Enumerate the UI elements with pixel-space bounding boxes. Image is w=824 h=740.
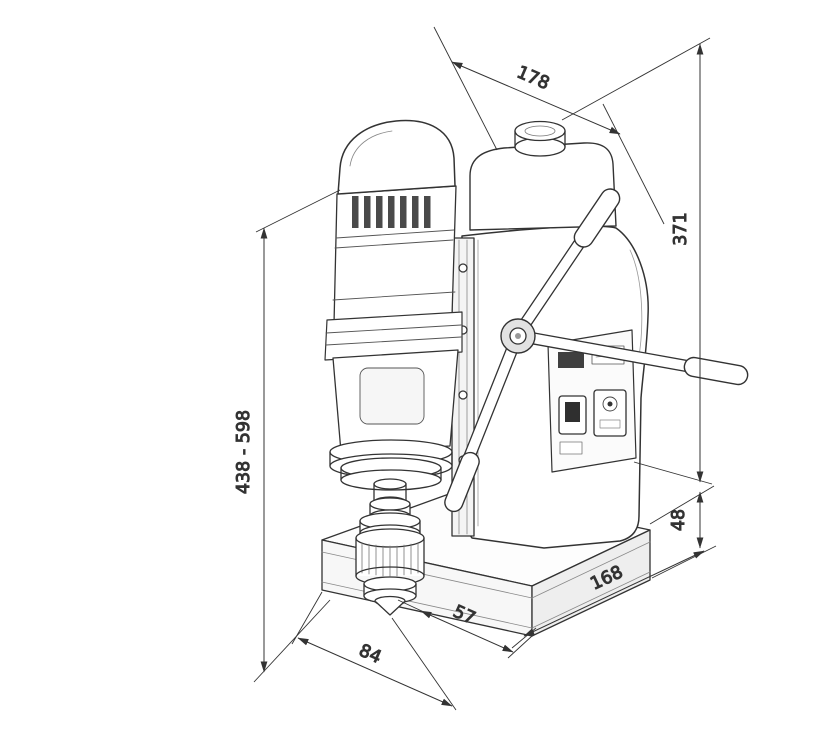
- motor-assembly: [324, 119, 463, 508]
- dimension-height-right: 371: [561, 37, 713, 485]
- machine-body: [451, 120, 649, 549]
- dimension-label-width-top: 178: [514, 63, 553, 95]
- vent-slots: [352, 196, 431, 228]
- label-plate: [558, 352, 584, 368]
- machine-drawing: [321, 119, 749, 637]
- filler-cap: [514, 120, 566, 157]
- dimension-label-base-height: 48: [669, 509, 689, 531]
- switch-plate: [593, 389, 627, 437]
- handle-grip: [444, 451, 480, 513]
- chuck-knurling: [361, 542, 419, 577]
- dimension-label-base-front: 84: [356, 641, 384, 668]
- dimension-base-height: 48: [649, 485, 717, 579]
- feed-handle: [444, 188, 749, 513]
- oil-tank: [469, 142, 617, 231]
- control-panel: [547, 329, 637, 473]
- dimension-height-range-left: 438 - 598: [234, 189, 341, 683]
- handle-grip: [683, 356, 749, 386]
- motor-cap: [337, 119, 456, 195]
- chuck-assembly: [355, 497, 425, 616]
- handle-grip: [573, 188, 621, 248]
- dimension-label-height-range: 438 - 598: [234, 410, 254, 494]
- dimension-label-height-right: 371: [671, 212, 691, 245]
